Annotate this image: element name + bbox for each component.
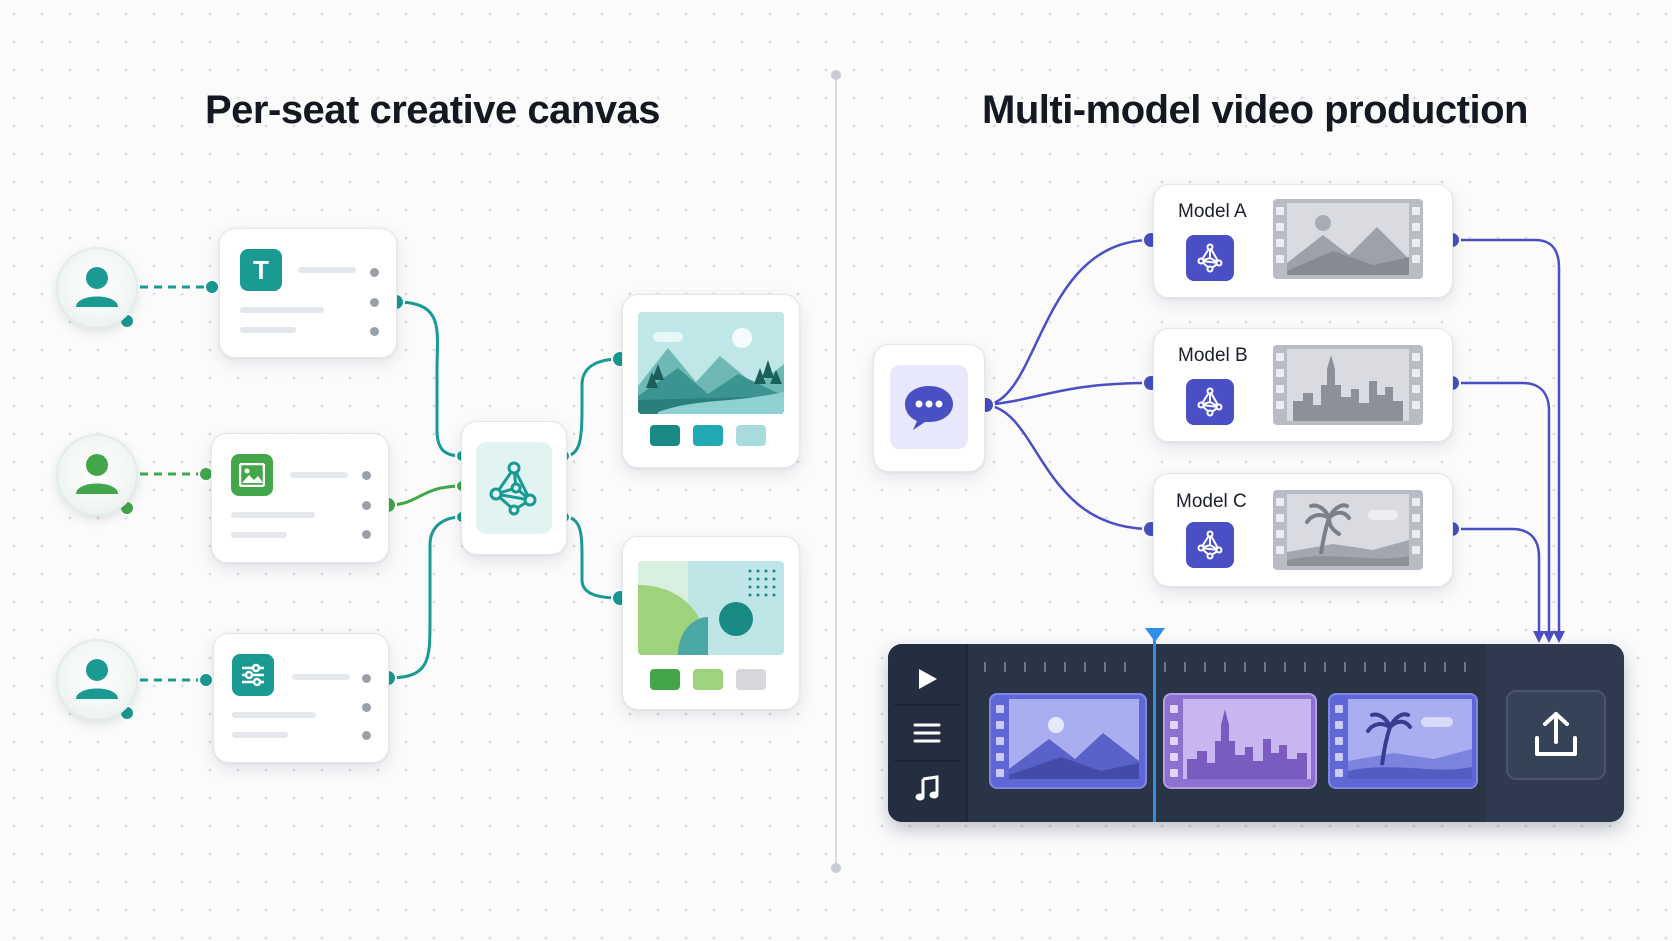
menu-dot xyxy=(362,501,371,510)
video-timeline[interactable] xyxy=(888,644,1624,822)
play-icon[interactable] xyxy=(908,660,946,698)
control-separator xyxy=(894,704,960,706)
color-swatch[interactable] xyxy=(736,425,766,446)
model-network-icon xyxy=(1186,235,1234,281)
chat-bubble-icon xyxy=(890,365,968,449)
placeholder-bar xyxy=(292,674,350,680)
city-skyline-film-icon xyxy=(1273,345,1423,425)
image-tool-icon xyxy=(231,454,273,496)
text-tool-letter: T xyxy=(253,254,269,285)
menu-dot xyxy=(362,674,371,683)
user-avatar-1 xyxy=(56,247,138,329)
placeholder-bar xyxy=(231,532,287,538)
sliders-tool-card[interactable] xyxy=(213,633,389,763)
model-label: Model A xyxy=(1178,201,1247,222)
placeholder-bar xyxy=(240,327,296,333)
mountain-film-icon xyxy=(1273,199,1423,279)
menu-dot xyxy=(370,268,379,277)
right-panel-title: Multi-model video production xyxy=(982,88,1528,132)
menu-dot xyxy=(370,298,379,307)
color-swatch[interactable] xyxy=(736,669,766,690)
text-tool-icon: T xyxy=(240,249,282,291)
beach-clip-icon[interactable] xyxy=(1328,693,1478,789)
left-panel-title: Per-seat creative canvas xyxy=(205,88,661,132)
model-network-icon xyxy=(1186,379,1234,425)
placeholder-bar xyxy=(298,267,356,273)
ai-network-hub-icon xyxy=(476,442,552,534)
menu-dot xyxy=(362,731,371,740)
palm-beach-film-icon xyxy=(1273,490,1423,570)
export-panel xyxy=(1486,644,1624,822)
user-avatar-teal-icon xyxy=(76,659,118,699)
prompt-card[interactable] xyxy=(873,344,985,472)
model-card-c[interactable]: Model C xyxy=(1153,473,1453,587)
model-card-a[interactable]: Model A xyxy=(1153,184,1453,298)
color-swatch[interactable] xyxy=(650,669,680,690)
text-tool-card[interactable]: T xyxy=(219,228,397,358)
model-label: Model C xyxy=(1176,491,1247,512)
timeline-controls xyxy=(888,644,968,822)
menu-dot xyxy=(370,327,379,336)
menu-icon[interactable] xyxy=(908,714,946,752)
timeline-ruler xyxy=(984,644,1484,684)
model-label: Model B xyxy=(1178,345,1248,366)
output-card-landscape[interactable] xyxy=(622,294,800,468)
mountain-clip-icon[interactable] xyxy=(989,693,1147,789)
color-swatch[interactable] xyxy=(693,669,723,690)
color-swatch[interactable] xyxy=(650,425,680,446)
control-separator xyxy=(894,760,960,762)
image-tool-card[interactable] xyxy=(211,433,389,563)
menu-dot xyxy=(362,530,371,539)
user-avatar-green-icon xyxy=(76,454,118,494)
menu-dot xyxy=(362,703,371,712)
model-network-icon xyxy=(1186,522,1234,568)
abstract-shapes-icon xyxy=(638,561,784,655)
placeholder-bar xyxy=(290,472,348,478)
upload-export-icon[interactable] xyxy=(1506,690,1606,780)
output-card-abstract[interactable] xyxy=(622,536,800,710)
user-avatar-3 xyxy=(56,639,138,721)
user-avatar-teal-icon xyxy=(76,267,118,307)
panel-divider xyxy=(835,74,837,866)
divider-bottom-dot xyxy=(831,863,841,873)
ai-hub-card[interactable] xyxy=(461,421,567,555)
color-swatch[interactable] xyxy=(693,425,723,446)
placeholder-bar xyxy=(232,712,316,718)
placeholder-bar xyxy=(232,732,288,738)
city-clip-icon[interactable] xyxy=(1163,693,1317,789)
divider-top-dot xyxy=(831,70,841,80)
music-note-icon[interactable] xyxy=(908,770,946,808)
placeholder-bar xyxy=(240,307,324,313)
model-card-b[interactable]: Model B xyxy=(1153,328,1453,442)
mountain-lake-landscape-icon xyxy=(638,312,784,414)
playhead[interactable] xyxy=(1153,632,1156,822)
playhead-handle-icon[interactable] xyxy=(1145,628,1165,644)
user-avatar-2 xyxy=(56,434,138,516)
sliders-tool-icon xyxy=(232,654,274,696)
menu-dot xyxy=(362,471,371,480)
placeholder-bar xyxy=(231,512,315,518)
